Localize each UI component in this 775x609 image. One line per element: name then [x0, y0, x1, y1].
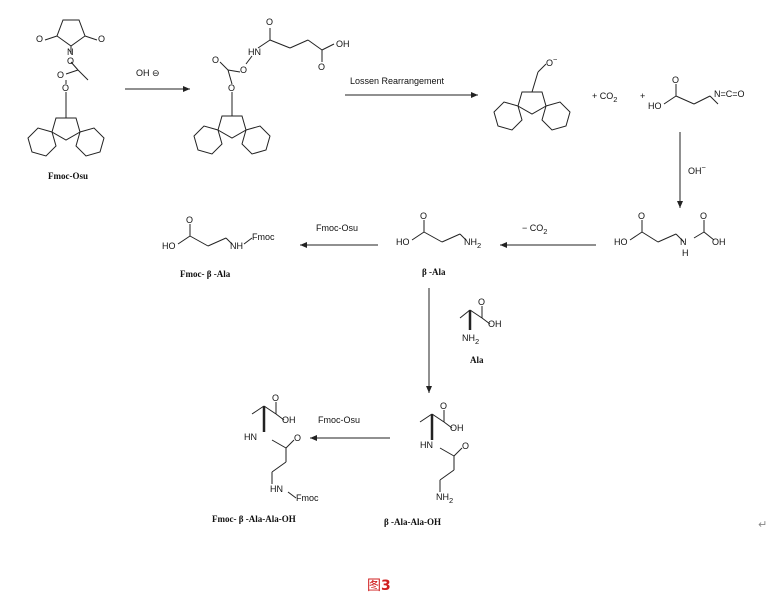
atom-hn: HN	[270, 484, 283, 494]
atom-fmoc: Fmoc	[252, 232, 275, 242]
atom-o: O	[294, 433, 302, 443]
atom-o: O	[228, 83, 236, 93]
atom-hn: HN	[248, 47, 261, 57]
caption-beta-ala: β -Ala	[422, 267, 446, 277]
reagent-minus-co2: − CO2	[522, 223, 548, 236]
atom-o: O	[638, 211, 646, 221]
atom-n: N	[680, 237, 687, 247]
atom-o: O	[478, 297, 486, 307]
atom-nh: NH	[230, 241, 243, 251]
atom-nh2: NH2	[464, 237, 482, 250]
atom-o: O	[272, 393, 280, 403]
atom-o: O	[57, 70, 65, 80]
beta-alanine-structure	[411, 220, 467, 243]
caption-fmoc-osu: Fmoc-Osu	[48, 171, 88, 181]
reagent-hydroxide-2: OH−	[688, 163, 706, 176]
caption-fmoc-beta-ala-ala-oh: Fmoc- β -Ala-Ala-OH	[212, 514, 296, 524]
atom-o-minus: O−	[546, 55, 558, 68]
caption-fmoc-beta-ala: Fmoc- β -Ala	[180, 269, 231, 279]
atom-o: O	[318, 62, 326, 72]
fmoc-beta-ala-structure	[177, 224, 253, 247]
fmoc-beta-ala-ala-structure	[251, 402, 297, 499]
atom-o: O	[440, 401, 448, 411]
atom-hn: HN	[420, 440, 433, 450]
intermediate-structure	[193, 28, 335, 155]
atom-o: O	[98, 34, 106, 44]
atom-ho: HO	[162, 241, 176, 251]
atom-o: O	[240, 65, 248, 75]
reagent-lossen-rearrangement: Lossen Rearrangement	[350, 76, 445, 86]
atom-n: N	[67, 47, 74, 57]
atom-o: O	[462, 441, 470, 451]
atom-oh: OH	[282, 415, 296, 425]
alanine-structure	[459, 306, 491, 330]
atom-o: O	[266, 17, 274, 27]
atom-o: O	[67, 56, 75, 66]
fluorenylmethoxide-structure	[493, 63, 571, 131]
atom-o: O	[186, 215, 194, 225]
caption-ala: Ala	[470, 355, 484, 365]
atom-o: O	[212, 55, 220, 65]
atom-o: O	[420, 211, 428, 221]
reagent-hydroxide: OH ⊖	[136, 68, 160, 78]
carbamic-acid-structure	[629, 220, 715, 243]
figure-caption: 图3	[367, 578, 391, 594]
caption-beta-ala-ala-oh: β -Ala-Ala-OH	[384, 517, 441, 527]
atom-oh: OH	[450, 423, 464, 433]
reagent-fmoc-osu-2: Fmoc-Osu	[318, 415, 361, 425]
atom-hn: HN	[244, 432, 257, 442]
atom-nh2: NH2	[462, 333, 480, 346]
atom-o: O	[62, 83, 70, 93]
plus-sign: +	[640, 91, 646, 101]
return-mark: ↵	[758, 518, 768, 531]
atom-ho: HO	[648, 101, 662, 111]
isocyanate-structure	[663, 84, 719, 105]
atom-oh: OH	[712, 237, 726, 247]
atom-o: O	[36, 34, 44, 44]
atom-fmoc: Fmoc	[296, 493, 319, 503]
atom-ho: HO	[396, 237, 410, 247]
atom-oh: OH	[336, 39, 350, 49]
atom-o: O	[700, 211, 708, 221]
atom-oh: OH	[488, 319, 502, 329]
atom-h: H	[682, 248, 689, 258]
beta-ala-ala-structure	[419, 410, 463, 492]
atom-nh2: NH2	[436, 492, 454, 505]
atom-o: O	[672, 75, 680, 85]
atom-isocyanate: N=C=O	[714, 89, 745, 99]
product-co2: + CO2	[592, 91, 618, 104]
reagent-fmoc-osu-1: Fmoc-Osu	[316, 223, 359, 233]
fmoc-osu-structure	[27, 19, 105, 157]
atom-ho: HO	[614, 237, 628, 247]
